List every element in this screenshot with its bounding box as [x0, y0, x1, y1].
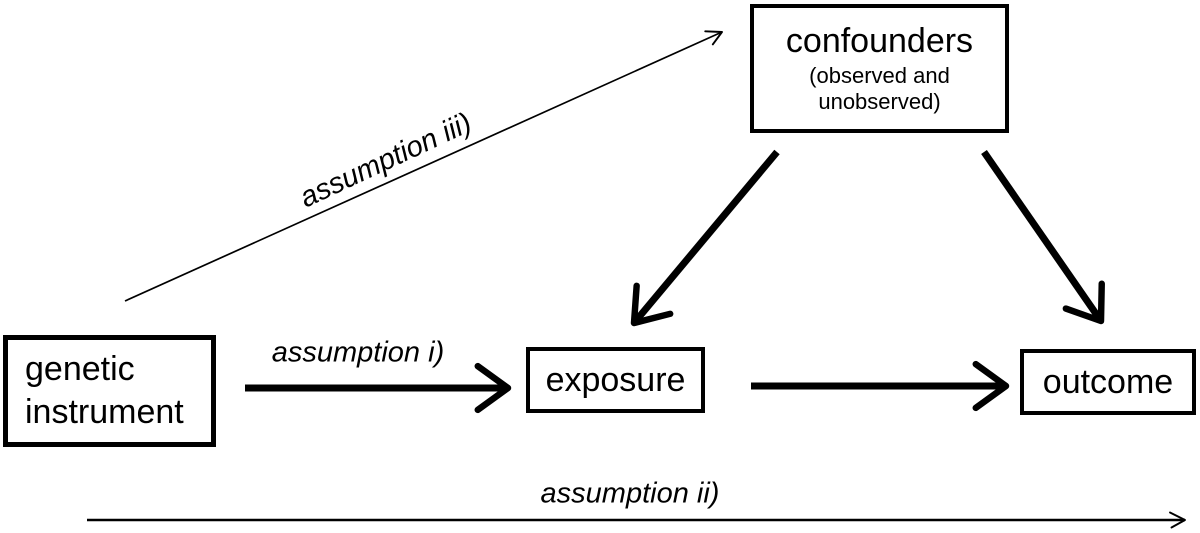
label-assumption-i: assumption i): [271, 336, 445, 369]
node-confounders: confounders (observed and unobserved): [750, 4, 1009, 133]
node-exposure: exposure: [526, 347, 705, 413]
node-confounders-sublabel: (observed and unobserved): [809, 63, 950, 115]
node-genetic-instrument-label: genetic instrument: [25, 350, 184, 431]
node-exposure-label: exposure: [545, 360, 686, 399]
arrow-confounders-to-exposure: [630, 149, 780, 327]
node-genetic-instrument: genetic instrument: [3, 335, 216, 447]
label-assumption-ii: assumption ii): [540, 477, 720, 510]
node-confounders-label: confounders: [785, 22, 974, 60]
node-outcome: outcome: [1020, 349, 1196, 415]
arrow-confounders-to-outcome: [981, 150, 1105, 325]
node-outcome-label: outcome: [1042, 362, 1174, 401]
arrow-assumption-iii: [124, 30, 723, 302]
